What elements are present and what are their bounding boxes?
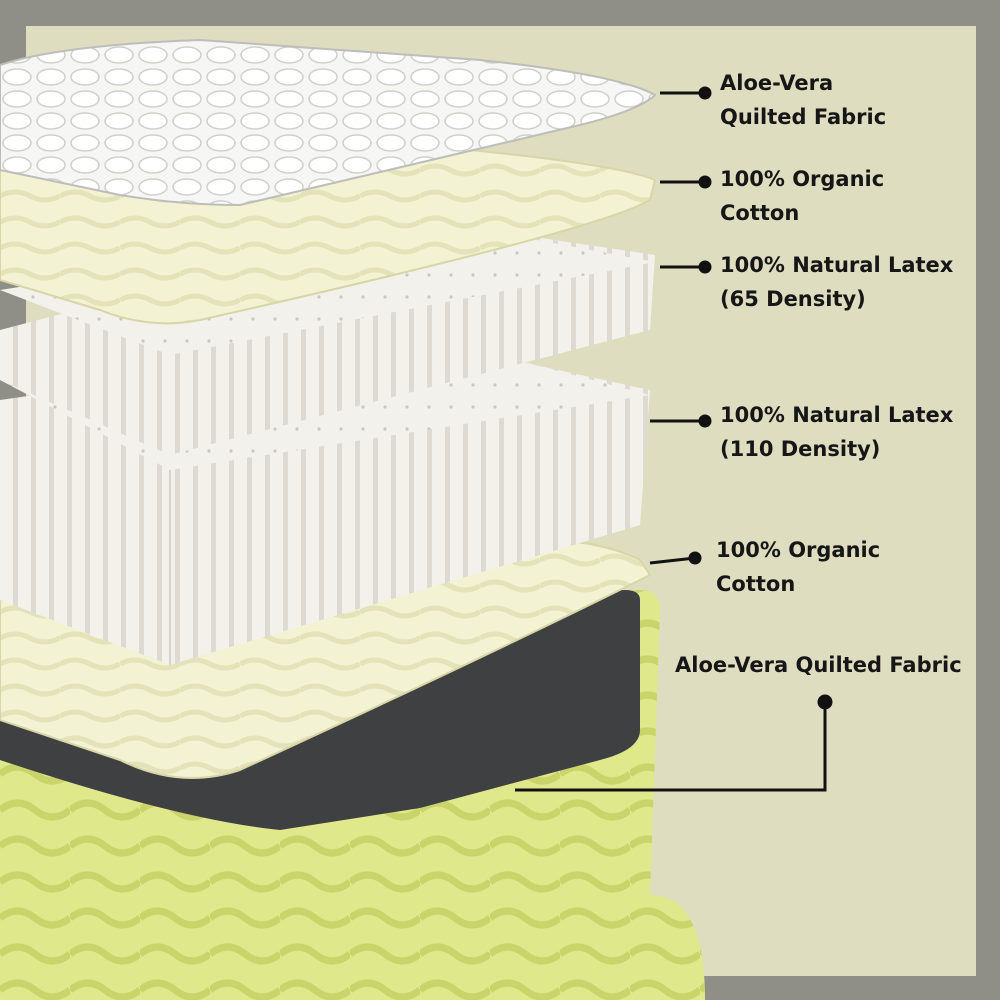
label-top-organic-cotton: 100% Organic Cotton (720, 167, 885, 225)
top-quilted-fabric-shape (0, 38, 657, 207)
label-latex-110-density: 100% Natural Latex (110 Density) (720, 403, 954, 461)
label-bottom-quilted-fabric: Aloe-Vera Quilted Fabric (675, 653, 962, 677)
label-latex-65-density: 100% Natural Latex (65 Density) (720, 253, 954, 311)
label-bottom-organic-cotton: 100% Organic Cotton (716, 538, 881, 596)
label-top-quilted-fabric: Aloe-Vera Quilted Fabric (720, 71, 887, 129)
leader-lines (515, 86, 833, 792)
